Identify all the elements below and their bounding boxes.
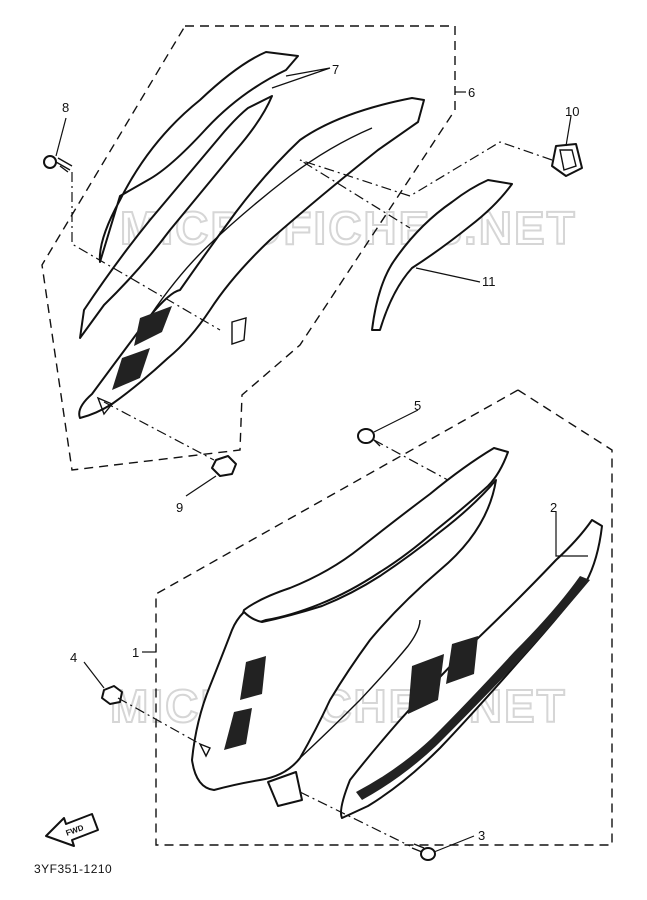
callout-5: 5 [414,398,421,413]
part-5-grommet [357,428,381,447]
leader-9 [185,475,217,497]
guide-line-3 [299,791,411,847]
guide-line-9 [103,401,215,461]
part-10-clip [551,143,583,177]
leader-4 [83,661,105,689]
callout-8: 8 [62,100,69,115]
callout-4: 4 [70,650,77,665]
part-9-nut [211,455,237,477]
leader-5 [373,409,419,433]
guide-line-5 [373,439,471,493]
catalog-code: 3YF351-1210 [34,862,113,876]
callout-11: 11 [482,274,496,289]
leader-10 [565,115,572,147]
leader-11 [415,267,481,283]
leader-3 [433,835,475,853]
callout-3: 3 [478,828,485,843]
assembly-outline-6 [41,25,456,471]
callout-6: 6 [468,85,475,100]
assembly-outline-1 [155,389,613,846]
callout-1: 1 [132,645,139,660]
leader-2 [555,512,588,557]
leader-8 [55,117,67,157]
leader-7 [271,67,331,89]
part-11-small-cover [371,179,513,331]
part-4-grommet [101,685,123,705]
callout-7: 7 [332,62,339,77]
callout-10: 10 [565,104,579,119]
part-6-side-cover [78,97,425,419]
part-7-decals [79,51,299,339]
watermark-top: MICROFICHES.NET [120,202,577,254]
callout-9: 9 [176,500,183,515]
part-3-screw [411,843,436,861]
part-8-screw [43,155,73,173]
guide-line-4 [117,697,201,745]
fwd-arrow-icon: FWD [45,813,99,847]
part-1-side-cover [191,447,509,807]
callout-2: 2 [550,500,557,515]
part-2-stripe-decal [340,519,603,819]
guide-line-8 [71,172,221,331]
